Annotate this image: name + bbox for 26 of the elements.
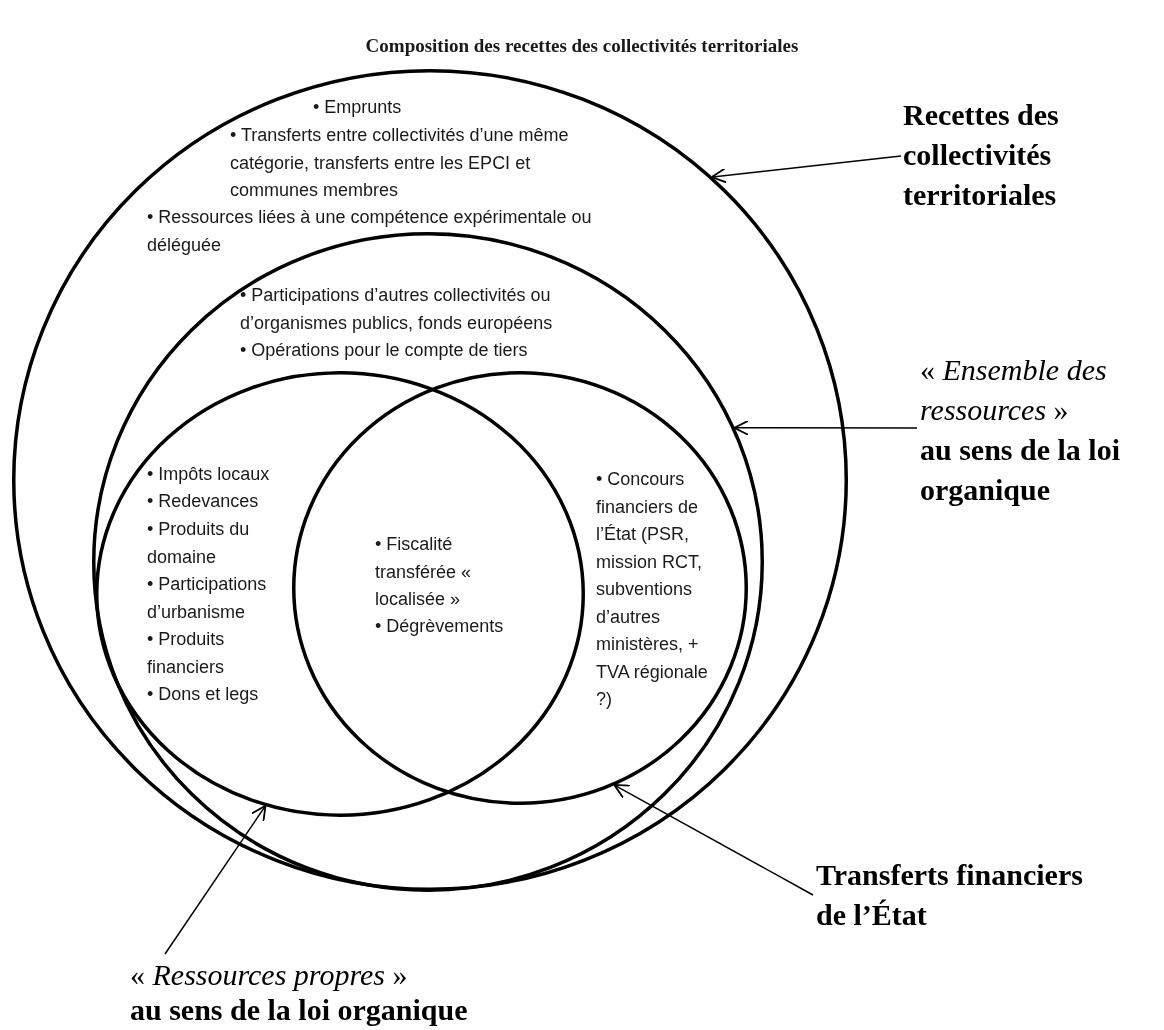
diagram-title: Composition des recettes des collectivités territoriales bbox=[364, 34, 800, 58]
bullet-text: • Redevances bbox=[147, 490, 260, 513]
bullet-text: • Impôts locaux bbox=[147, 463, 271, 486]
bullet-text: • Participations d’autres collectivités ou d’organismes publics, fonds européens bbox=[240, 284, 554, 335]
bullet-text: • Emprunts bbox=[313, 96, 403, 119]
set-circle bbox=[95, 371, 585, 817]
bullet-text: • Produits du domaine bbox=[147, 518, 251, 569]
bullet-text: • Participations d’urbanisme bbox=[147, 573, 268, 624]
arrow bbox=[613, 784, 814, 896]
bullet-text: • Dégrèvements bbox=[375, 615, 505, 638]
callout-label: « Ressources propres » au sens de la loi organique bbox=[130, 957, 510, 1027]
arrow bbox=[164, 804, 267, 955]
callout-label: « Ensemble des ressources » au sens de la loi organique bbox=[920, 350, 1160, 510]
bullet-text: • Opérations pour le compte de tiers bbox=[240, 339, 529, 362]
callout-label: Transferts financiers de l’État bbox=[816, 855, 1091, 935]
bullet-text: • Dons et legs bbox=[147, 683, 260, 706]
bullet-text: • Produits financiers bbox=[147, 628, 226, 679]
bullet-text: • Transferts entre collectivités d’une même catégorie, transferts entre les EPCI et communes membres bbox=[230, 124, 570, 202]
set-circle bbox=[92, 232, 764, 892]
bullet-text: • Concours financiers de l’État (PSR, mission RCT, subventions d’autres ministères, + TVA régionale ?) bbox=[596, 468, 709, 711]
set-circle bbox=[292, 371, 748, 805]
callout-label: Recettes des collectivités territoriales bbox=[903, 95, 1103, 215]
bullet-text: • Ressources liées à une compétence expérimentale ou déléguée bbox=[147, 206, 593, 257]
arrow bbox=[733, 419, 918, 436]
bullet-text: • Fiscalité transférée « localisée » bbox=[375, 533, 473, 611]
arrow bbox=[710, 155, 902, 184]
